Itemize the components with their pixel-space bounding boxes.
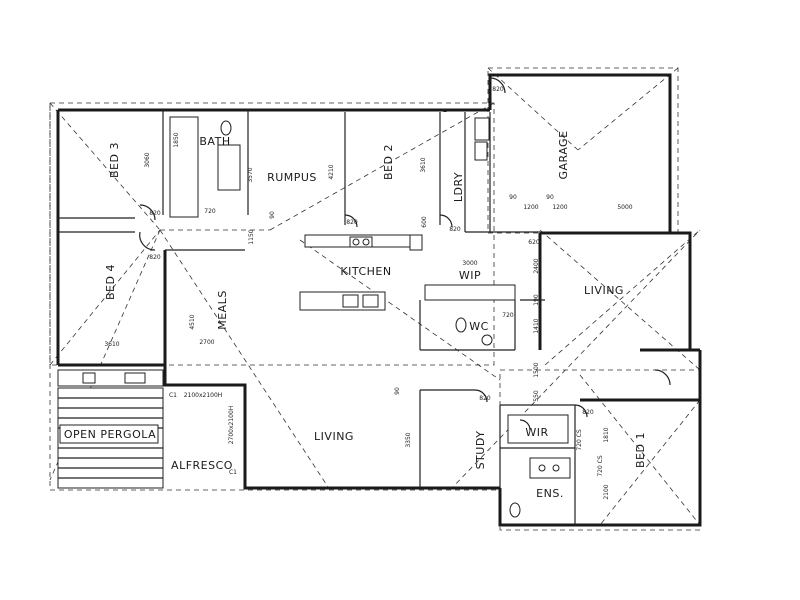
room-label-study: STUDY bbox=[474, 431, 487, 470]
dimension-labels: 3060 1850 3570 4210 3610 90 90 1200 1200… bbox=[104, 132, 632, 499]
door-label: 820 bbox=[149, 210, 161, 217]
door-label: 720 bbox=[502, 312, 514, 319]
room-label-alfresco: ALFRESCO bbox=[171, 459, 233, 472]
door-label: 720 bbox=[204, 208, 216, 215]
room-label-open-pergola: OPEN PERGOLA bbox=[64, 428, 156, 441]
door-label: 820 bbox=[149, 254, 161, 261]
walls bbox=[56, 73, 702, 527]
room-label-ldry: LDRY bbox=[452, 172, 465, 202]
room-label-bed4: BED 4 bbox=[104, 264, 117, 300]
fixtures bbox=[57, 77, 671, 518]
dimension-label: 3610 bbox=[420, 157, 427, 172]
dimension-label: 190 bbox=[533, 294, 540, 306]
dimension-label: 1200 bbox=[552, 204, 567, 211]
room-label-rumpus: RUMPUS bbox=[267, 171, 317, 184]
dimension-label: 3350 bbox=[405, 432, 412, 447]
dimension-label: 2700x2100H bbox=[228, 406, 235, 445]
room-label-ens: ENS. bbox=[536, 487, 564, 500]
door-label: 820 bbox=[479, 395, 491, 402]
door-labels: 820 720 820 820 820 820 720 620 820 820 bbox=[149, 86, 594, 416]
dimension-label: 1850 bbox=[173, 132, 180, 147]
dimension-label: 4210 bbox=[328, 164, 335, 179]
dimension-label: 1200 bbox=[523, 204, 538, 211]
dimension-label: 2700 bbox=[199, 339, 214, 346]
door-label: 620 bbox=[528, 239, 540, 246]
dimension-label: 5000 bbox=[617, 204, 632, 211]
door-label: 820 bbox=[492, 86, 504, 93]
dimension-label: 600 bbox=[421, 216, 428, 228]
dimension-label: 3570 bbox=[247, 167, 254, 182]
dimension-label: 90 bbox=[509, 194, 517, 201]
dimension-label: 1150 bbox=[248, 229, 255, 244]
dimension-label: 3060 bbox=[144, 152, 151, 167]
dimension-label: 550 bbox=[533, 390, 540, 402]
dimension-label: 2400 bbox=[533, 258, 540, 273]
room-label-garage: GARAGE bbox=[557, 130, 570, 179]
dimension-label: 3610 bbox=[104, 341, 119, 348]
room-label-bed2: BED 2 bbox=[382, 144, 395, 180]
dimension-label: 2100 bbox=[603, 484, 610, 499]
room-label-living-main: LIVING bbox=[314, 430, 354, 443]
room-labels: BED 3 BATH RUMPUS BED 2 LDRY GARAGE BED … bbox=[64, 130, 647, 500]
room-label-bed1: BED 1 bbox=[634, 432, 647, 468]
room-label-wir: WIR bbox=[525, 426, 548, 439]
room-label-kitchen: KITCHEN bbox=[340, 265, 391, 278]
dimension-label: C1 bbox=[229, 469, 237, 476]
dimension-label: 90 bbox=[269, 211, 276, 219]
room-label-bath: BATH bbox=[199, 135, 230, 148]
dimension-label: 720 CS bbox=[576, 429, 583, 451]
dimension-label: 1410 bbox=[533, 318, 540, 333]
room-label-wip: WIP bbox=[459, 269, 481, 282]
room-label-bed3: BED 3 bbox=[108, 142, 121, 178]
dimension-label: 1500 bbox=[533, 362, 540, 377]
room-label-living-right: LIVING bbox=[584, 284, 624, 297]
room-label-wc: WC bbox=[469, 320, 489, 333]
dimension-label: 1810 bbox=[603, 427, 610, 442]
dimension-label: 720 CS bbox=[597, 455, 604, 477]
door-label: 820 bbox=[449, 226, 461, 233]
dimension-label: 2100x2100H bbox=[184, 392, 223, 399]
roof-lines bbox=[49, 67, 701, 531]
door-label: 820 bbox=[346, 219, 358, 226]
room-label-meals: MEALS bbox=[216, 290, 229, 330]
dimension-label: 3000 bbox=[462, 260, 477, 267]
dimension-label: 90 bbox=[394, 387, 401, 395]
dimension-label: C1 bbox=[169, 392, 177, 399]
dimension-label: 4510 bbox=[189, 314, 196, 329]
dimension-label: 90 bbox=[546, 194, 554, 201]
door-label: 820 bbox=[582, 409, 594, 416]
